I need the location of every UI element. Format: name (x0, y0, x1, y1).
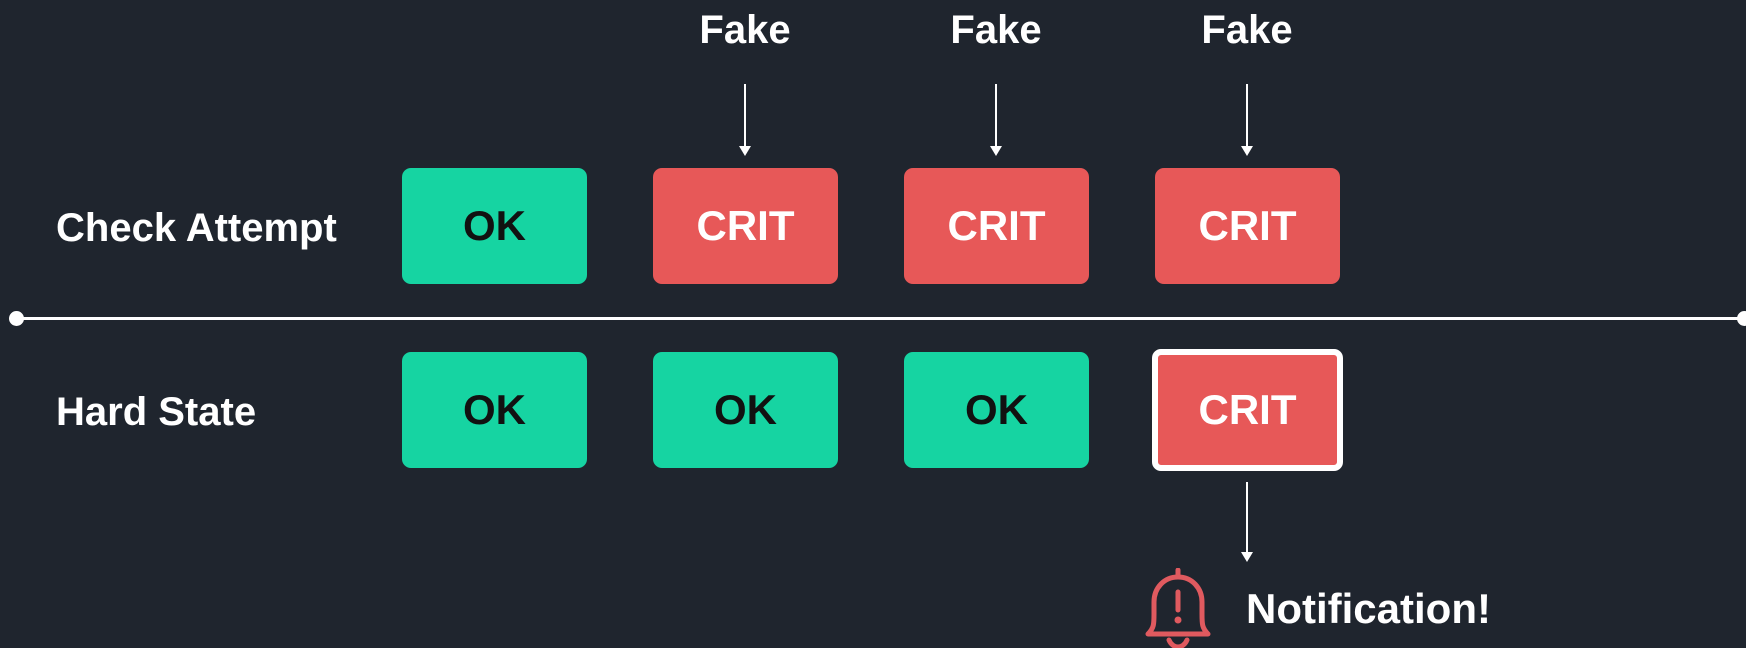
hard-state-2: OK (653, 352, 838, 468)
fake-label: Fake (1201, 8, 1293, 52)
fake-arrow (990, 84, 1002, 156)
timeline-start-dot (9, 311, 24, 326)
fake-label: Fake (950, 8, 1042, 52)
notification: Notification! (1140, 568, 1491, 648)
timeline-end-dot (1737, 311, 1746, 326)
notification-arrow (1241, 482, 1253, 562)
fake-label: Fake (699, 8, 791, 52)
hard-state-label: Hard State (56, 390, 257, 434)
hard-state-1: OK (402, 352, 587, 468)
hard-state-3: OK (904, 352, 1089, 468)
timeline-divider (16, 317, 1746, 320)
check-attempt-label: Check Attempt (56, 206, 337, 250)
check-attempt-state-4: CRIT (1155, 168, 1340, 284)
hard-state-4: CRIT (1152, 349, 1343, 471)
bell-alert-icon (1145, 568, 1211, 648)
check-attempt-state-1: OK (402, 168, 587, 284)
check-attempt-state-2: CRIT (653, 168, 838, 284)
fake-arrow (739, 84, 751, 156)
check-attempt-state-3: CRIT (904, 168, 1089, 284)
fake-arrow (1241, 84, 1253, 156)
notification-text: Notification! (1246, 585, 1491, 632)
